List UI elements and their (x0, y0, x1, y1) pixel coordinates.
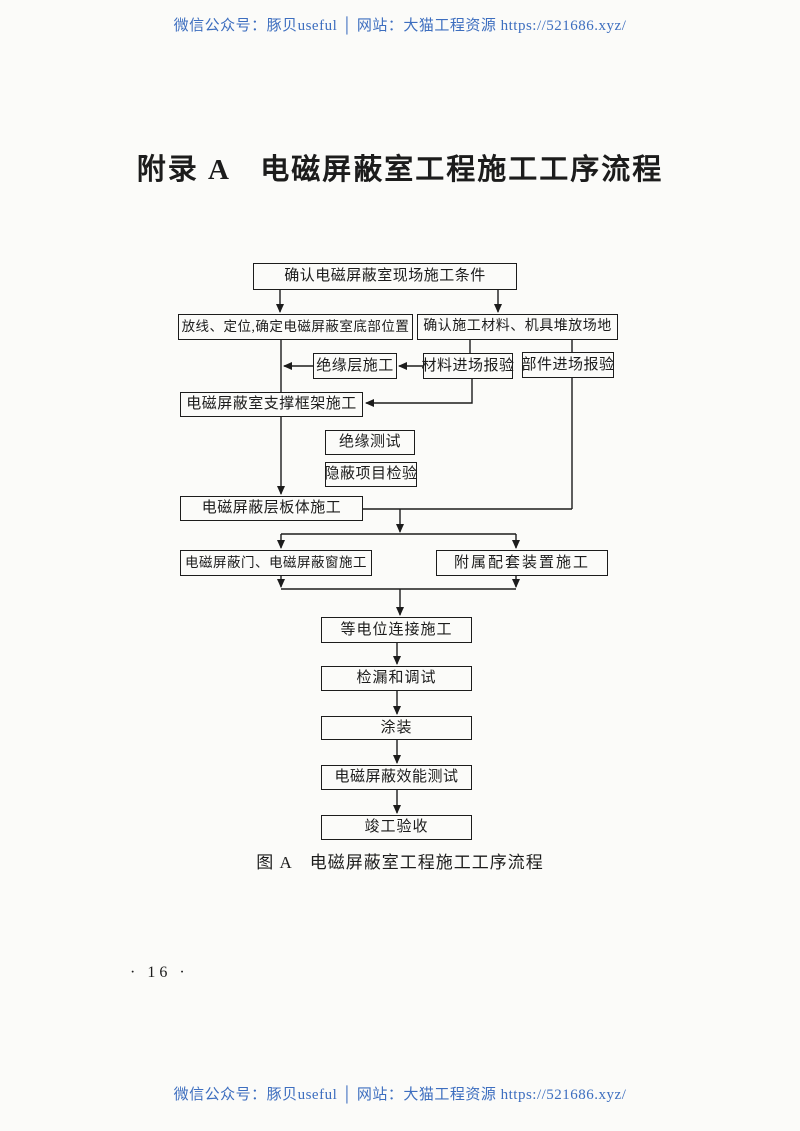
flow-box-layout-positioning: 放线、定位,确定电磁屏蔽室底部位置 (178, 314, 413, 340)
flow-box-equipotential-bonding: 等电位连接施工 (321, 617, 472, 643)
flow-box-material-entry-inspection: 材料进场报验 (422, 353, 514, 379)
figure-caption: 图 A 电磁屏蔽室工程施工工序流程 (256, 853, 544, 872)
connector (365, 378, 473, 407)
watermark-footer: 微信公众号：豚贝useful │ 网站：大猫工程资源 https://52168… (173, 1087, 627, 1103)
page-title: 附录 A 电磁屏蔽室工程施工工序流程 (136, 154, 664, 186)
flow-box-shield-panel-construction: 电磁屏蔽层板体施工 (180, 496, 363, 521)
flow-box-accessory-device-construction: 附属配套装置施工 (436, 550, 608, 576)
flow-box-leak-detection-debugging: 检漏和调试 (321, 666, 472, 691)
flow-box-painting: 涂装 (321, 716, 472, 740)
page-number: · 16 · (130, 964, 189, 981)
flow-box-shielding-effectiveness-test: 电磁屏蔽效能测试 (321, 765, 472, 790)
flow-box-support-frame-construction: 电磁屏蔽室支撑框架施工 (180, 392, 363, 417)
flow-box-concealed-work-inspection: 隐蔽项目检验 (325, 462, 417, 487)
flow-box-door-window-construction: 电磁屏蔽门、电磁屏蔽窗施工 (180, 550, 372, 576)
flow-box-insulation-test: 绝缘测试 (325, 430, 415, 455)
flow-box-insulation-layer: 绝缘层施工 (313, 353, 397, 379)
flow-box-completion-acceptance: 竣工验收 (321, 815, 472, 840)
flow-box-confirm-materials-site: 确认施工材料、机具堆放场地 (417, 314, 618, 340)
watermark-header: 微信公众号：豚贝useful │ 网站：大猫工程资源 https://52168… (173, 18, 627, 34)
flow-box-confirm-site-conditions: 确认电磁屏蔽室现场施工条件 (253, 263, 517, 290)
flow-box-component-entry-inspection: 部件进场报验 (522, 352, 614, 378)
